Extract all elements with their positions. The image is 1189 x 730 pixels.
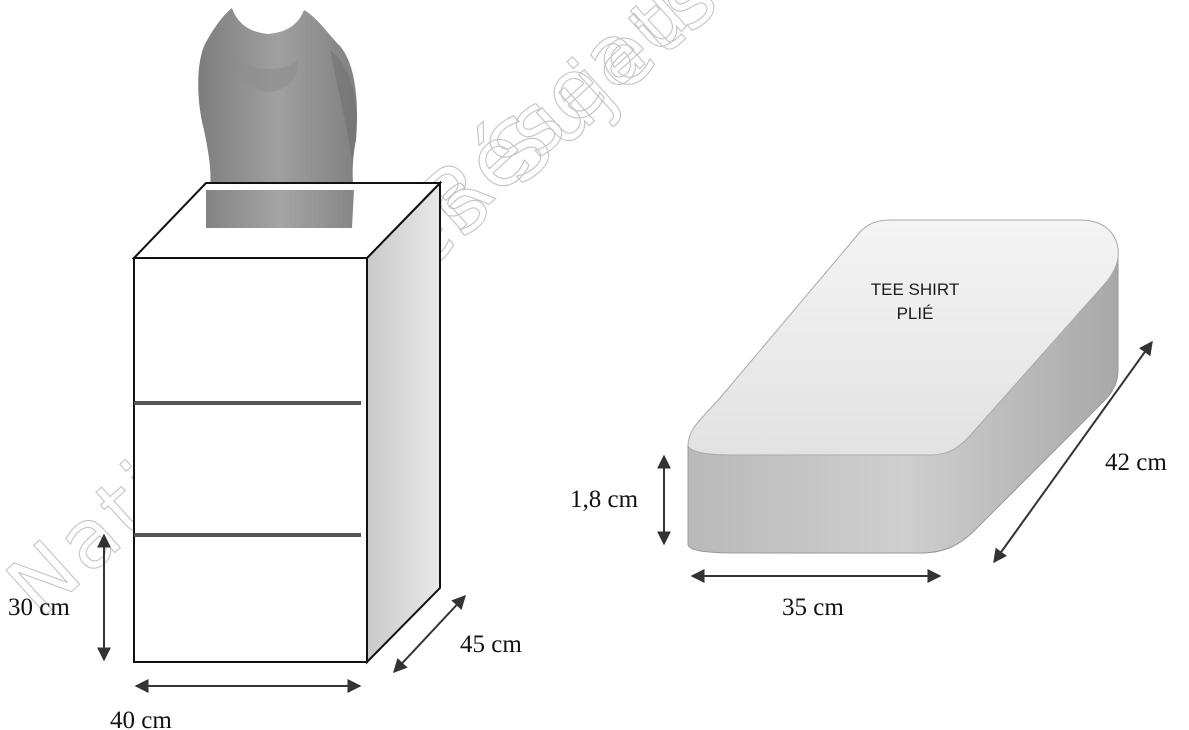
- cabinet-dimension-arrows: [97, 533, 466, 693]
- tshirt-dimension-arrows: [657, 340, 1153, 583]
- folded-tshirt: [687, 219, 1119, 554]
- cabinet: [131, 180, 443, 665]
- mannequin-icon: [198, 8, 358, 228]
- cabinet-front-face: [133, 257, 368, 663]
- arrow-cabinet-depth: [393, 594, 466, 674]
- cabinet-side-face: [366, 180, 441, 665]
- tshirt-top-face: [687, 219, 1119, 456]
- label-cabinet-depth: 45 cm: [460, 631, 522, 658]
- label-compartment-height: 30 cm: [8, 594, 70, 621]
- tshirt-label-line2: PLIÉ: [897, 304, 934, 323]
- arrow-tshirt-length: [993, 340, 1153, 564]
- label-tshirt-thickness: 1,8 cm: [570, 486, 639, 513]
- watermark-line2: Réseau SCÉRÉN: [404, 0, 995, 250]
- label-tshirt-length: 42 cm: [1105, 449, 1167, 476]
- mannequin-base: [206, 190, 354, 228]
- label-cabinet-width: 40 cm: [110, 707, 172, 730]
- tshirt-label-line1: TEE SHIRT: [871, 280, 959, 299]
- label-tshirt-width: 35 cm: [782, 594, 844, 621]
